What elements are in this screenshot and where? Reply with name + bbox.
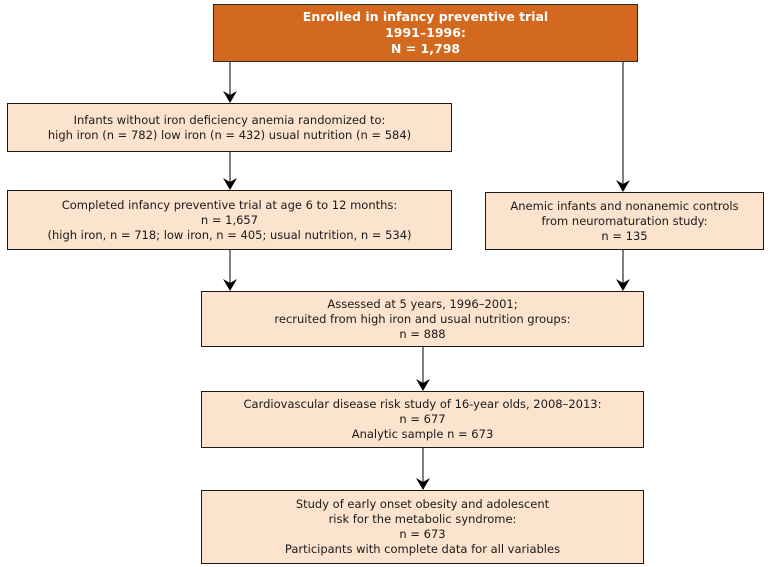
arrow-anemic-to-assessed [616,250,630,291]
flow-box-line: high iron (n = 782) low iron (n = 432) u… [47,127,412,142]
flow-box-line: n = 673 [399,527,446,541]
flow-box-anemic-controls: Anemic infants and nonanemic controls fr… [485,192,764,250]
flow-box-line: n = 677 [399,412,446,426]
flow-box-line: Assessed at 5 years, 1996–2001; [327,296,518,311]
arrow-randomized-to-completed [223,152,237,190]
arrow-enrolled-to-anemic [616,62,630,192]
flow-box-assessed-5-years: Assessed at 5 years, 1996–2001; recruite… [201,291,644,347]
flow-box-line: Analytic sample n = 673 [351,427,494,441]
flow-box-line: Enrolled in infancy preventive trial [302,9,549,24]
flow-box-line: Participants with complete data for all … [284,542,561,556]
flow-box-randomized: Infants without iron deficiency anemia r… [7,103,452,152]
flow-box-line: Anemic infants and nonanemic controls [510,198,739,213]
flow-box-line: n = 888 [399,326,446,341]
arrow-completed-to-assessed [223,250,237,291]
flow-box-line: n = 135 [601,228,648,243]
flow-box-enrolled: Enrolled in infancy preventive trial 199… [213,4,638,62]
flow-box-line: recruited from high iron and usual nutri… [274,311,571,326]
flow-box-completed: Completed infancy preventive trial at ag… [7,190,452,250]
flow-box-cardiovascular-study: Cardiovascular disease risk study of 16-… [201,391,644,448]
flow-box-line: 1991–1996: [385,25,466,40]
flow-box-obesity-study: Study of early onset obesity and adolesc… [201,490,644,564]
flow-box-line: Infants without iron deficiency anemia r… [73,112,386,127]
flow-box-line: Completed infancy preventive trial at ag… [61,197,398,212]
flow-box-line: (high iron, n = 718; low iron, n = 405; … [47,227,412,242]
arrow-assessed-to-cvd [416,347,430,391]
flow-box-line: from neuromaturation study: [541,213,708,228]
arrow-cvd-to-obesity [416,448,430,490]
flow-box-line: n = 1,657 [200,212,259,227]
flow-box-line: risk for the metabolic syndrome: [328,512,517,526]
arrow-enrolled-to-randomized [223,62,237,103]
flow-box-line: N = 1,798 [390,41,461,56]
flow-box-line: Cardiovascular disease risk study of 16-… [243,397,602,411]
flow-box-line: Study of early onset obesity and adolesc… [295,497,550,511]
